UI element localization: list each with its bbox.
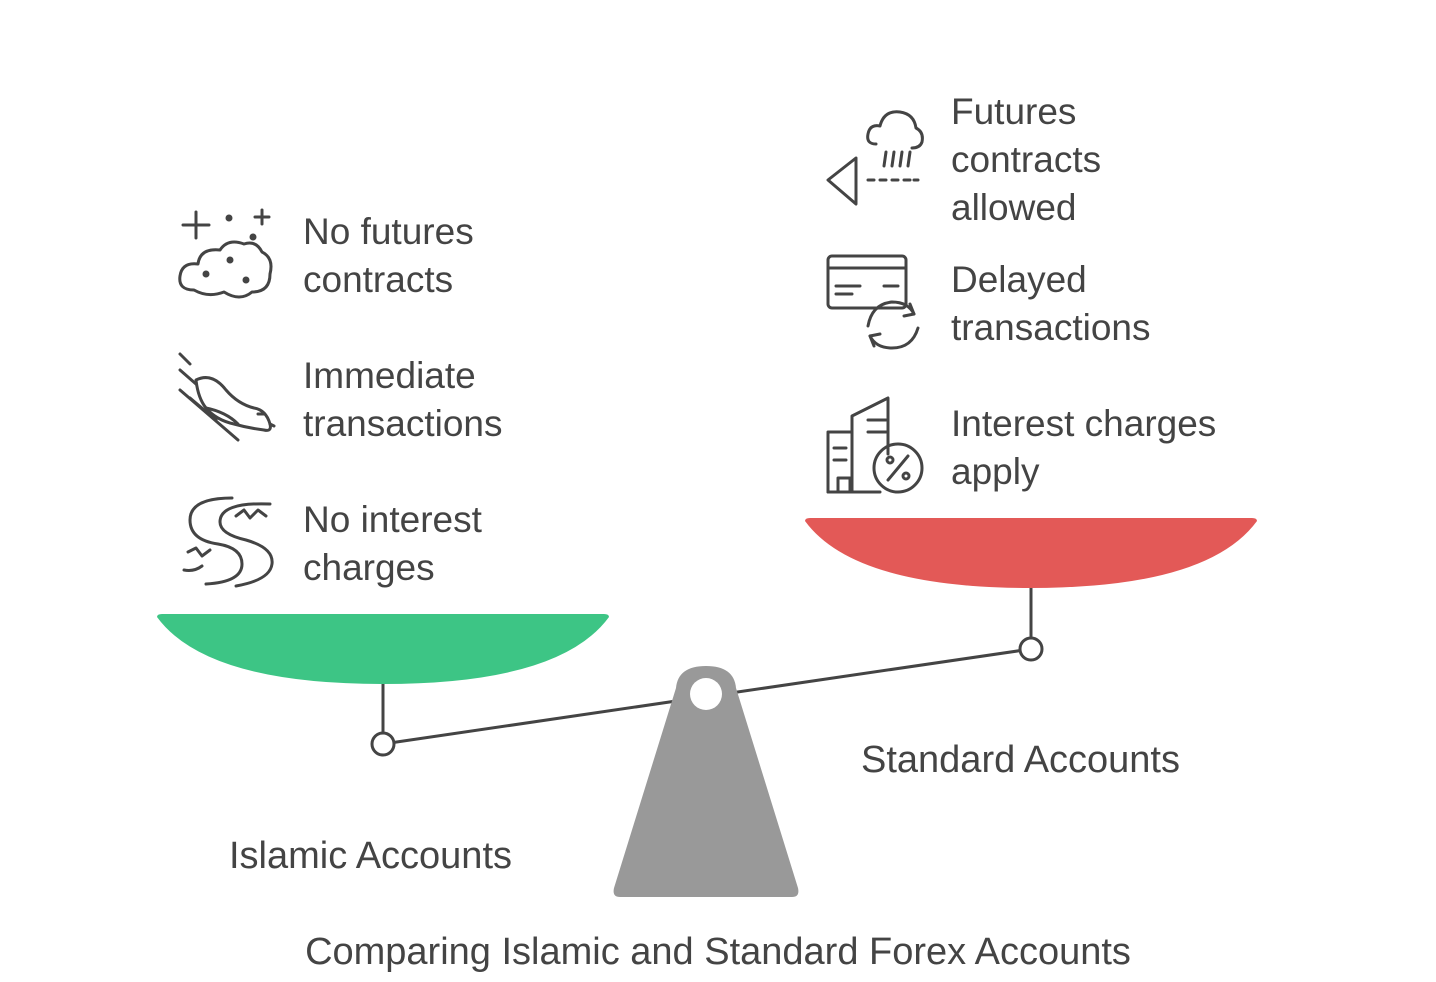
fulcrum-hole — [690, 678, 722, 710]
forecast-vision-icon — [824, 106, 924, 206]
right-pivot — [1018, 636, 1044, 662]
standard-accounts-label: Standard Accounts — [861, 739, 1180, 781]
fulcrum — [613, 666, 799, 897]
standard-item-label: Futures contracts allowed — [951, 91, 1102, 228]
islamic-accounts-label: Islamic Accounts — [229, 835, 512, 877]
islamic-item-label: No futures contracts — [303, 211, 474, 300]
islamic-item-label: No interest charges — [303, 499, 482, 588]
standard-item-label: Delayed transactions — [951, 259, 1151, 348]
standard-pan — [805, 518, 1257, 588]
card-refresh-icon — [824, 250, 924, 350]
standard-item-label: Interest charges apply — [951, 403, 1217, 492]
building-percent-icon — [824, 394, 924, 494]
river-icon — [176, 494, 276, 590]
left-pivot — [370, 731, 396, 757]
islamic-item-label: Immediate transactions — [303, 355, 503, 444]
diagram-title: Comparing Islamic and Standard Forex Acc… — [305, 931, 1131, 973]
constellation-cloud-icon — [176, 206, 276, 302]
bird-flying-icon — [176, 350, 276, 446]
islamic-pan — [157, 614, 609, 684]
